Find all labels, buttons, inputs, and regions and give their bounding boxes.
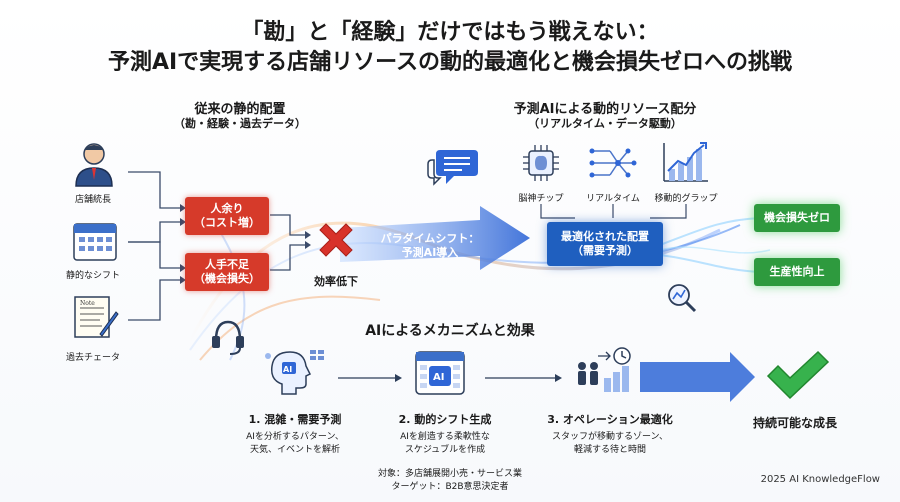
step-3-desc-1: スタッフが移動するゾーン、: [551, 432, 668, 442]
paradigm-line-1: パラダイムシフト：: [380, 232, 480, 245]
svg-text:Note: Note: [80, 300, 95, 307]
growth-chart-icon: [663, 142, 708, 182]
operations-icon: [578, 347, 631, 392]
mechanism-heading: AIによるメカニズムと効果: [365, 323, 535, 339]
step-3-title: 3. オペレーション最適化: [547, 413, 673, 426]
checkmark-icon: [766, 350, 830, 400]
source-label-realtime: リアルタイム: [586, 194, 640, 204]
brain-chip-icon: [523, 145, 559, 181]
outcome-productivity-label: 生産性向上: [769, 265, 825, 279]
notes-icon: Note: [74, 296, 119, 338]
step-2-desc-1: AIを創造する柔軟性な: [400, 432, 490, 442]
outcome-zero-loss: 機会損失ゼロ: [754, 204, 840, 232]
analytics-icon: [668, 284, 697, 313]
chat-bubble-icon: [427, 150, 478, 186]
final-outcome-label: 持続可能な成長: [752, 416, 837, 430]
outcome-productivity: 生産性向上: [754, 258, 840, 286]
step-2-desc-2: スケジュブルを作成: [404, 445, 486, 455]
right-section-heading: 予測AIによる動的リソース配分: [513, 102, 697, 117]
footer-target-1: 対象：多店舗展開小売・サービス業: [377, 469, 522, 479]
problem-understaffed-title: 人手不足: [205, 258, 249, 272]
footer-credit: 2025 AI KnowledgeFlow: [760, 474, 880, 485]
close-x-icon: [319, 223, 353, 257]
problem-understaffed: 人手不足 （機会損失）: [185, 253, 269, 291]
manager-icon: [75, 143, 113, 187]
svg-text:AI: AI: [433, 372, 444, 383]
source-label-graph: 移動的グラップ: [654, 194, 718, 204]
problem-overstaffed-title: 人余り: [210, 202, 244, 216]
paradigm-shift-label: パラダイムシフト： 予測AI導入: [380, 232, 480, 261]
left-section-heading: 従来の静的配置: [194, 102, 286, 117]
efficiency-drop-label: 効率低下: [314, 275, 358, 288]
step-1-title: 1. 混雑・需要予測: [248, 413, 342, 426]
title-line-1: 「勘」と「経験」だけではもう戦えない：: [241, 20, 659, 45]
source-label-chip: 脳神チップ: [518, 194, 564, 204]
step-1-desc-1: AIを分析するパターン、: [246, 432, 344, 442]
right-section-subheading: （リアルタイム・データ駆動）: [528, 117, 682, 130]
paradigm-line-2: 予測AI導入: [401, 246, 459, 260]
problem-overstaffed: 人余り （コスト増）: [185, 197, 269, 235]
problem-understaffed-note: （機会損失）: [194, 272, 260, 285]
network-icon: [589, 148, 637, 178]
optimized-allocation-note: （需要予測）: [572, 244, 638, 257]
optimized-allocation-title: 最適化された配置: [561, 230, 649, 244]
input-label-past-data: 過去チェータ: [65, 353, 120, 363]
calendar-icon: [73, 223, 117, 261]
title-line-2: 予測AIで実現する店舗リソースの動的最適化と機会損失ゼロへの挑戦: [107, 50, 793, 75]
outcome-zero-loss-label: 機会損失ゼロ: [764, 211, 830, 225]
input-label-shift: 静的なシフト: [65, 271, 120, 281]
step-1-desc-2: 天気、イベントを解析: [249, 445, 340, 455]
footer-target-2: ターゲット：B2B意思決定者: [391, 482, 509, 492]
headset-icon: [212, 320, 244, 355]
left-section-subheading: （勘・経験・過去データ）: [174, 117, 306, 130]
ai-head-icon: AI: [265, 350, 324, 395]
input-label-manager: 店舗統長: [74, 195, 111, 205]
problem-overstaffed-note: （コスト増）: [194, 216, 260, 229]
svg-text:AI: AI: [283, 365, 292, 374]
step-2-title: 2. 動的シフト生成: [398, 413, 492, 426]
ai-calendar-icon: AI: [415, 351, 465, 395]
step-3-desc-2: 軽減する待と時間: [573, 445, 646, 455]
optimized-allocation-box: 最適化された配置 （需要予測）: [547, 222, 663, 266]
